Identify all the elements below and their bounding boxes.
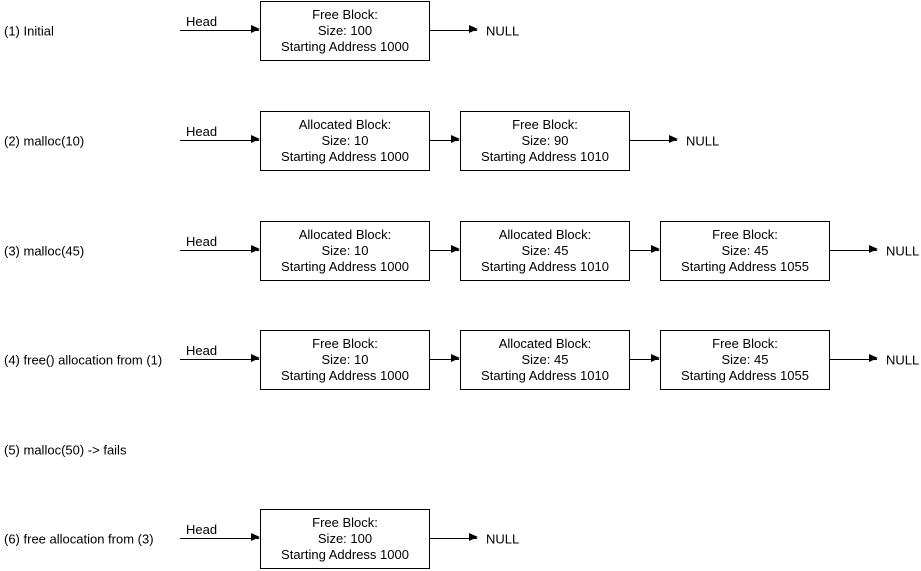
block-size: Size: 45 <box>521 352 569 367</box>
block-type: Allocated Block: <box>498 336 592 351</box>
null-terminator: NULL <box>486 23 520 39</box>
block-type: Allocated Block: <box>298 117 392 132</box>
next-pointer-arrow <box>830 354 878 363</box>
block-address: Starting Address 1055 <box>681 368 809 383</box>
block-address: Starting Address 1000 <box>281 368 409 383</box>
block-size: Size: 100 <box>317 531 373 546</box>
head-label: Head <box>186 124 218 139</box>
step-label: (3) malloc(45) <box>4 243 85 259</box>
arrowhead-icon <box>251 245 260 254</box>
block-node: Free Block: Size: 100 Starting Address 1… <box>260 509 430 569</box>
null-terminator: NULL <box>886 243 920 259</box>
next-pointer-arrow <box>630 135 678 144</box>
next-pointer-arrow <box>430 135 460 144</box>
block-size: Size: 90 <box>521 133 569 148</box>
block-type: Free Block: <box>712 227 778 242</box>
block-node: Allocated Block: Size: 10 Starting Addre… <box>260 221 430 281</box>
arrowhead-icon <box>251 533 260 542</box>
arrowhead-icon <box>869 354 878 363</box>
arrowhead-icon <box>651 245 660 254</box>
next-pointer-arrow <box>630 354 660 363</box>
next-pointer-arrow <box>630 245 660 254</box>
block-node: Allocated Block: Size: 45 Starting Addre… <box>460 221 630 281</box>
block-type: Free Block: <box>712 336 778 351</box>
next-pointer-arrow <box>430 354 460 363</box>
block-address: Starting Address 1000 <box>281 259 409 274</box>
next-pointer-arrow <box>830 245 878 254</box>
null-terminator: NULL <box>886 352 920 368</box>
block-size: Size: 100 <box>317 23 373 38</box>
next-pointer-arrow <box>430 245 460 254</box>
block-node: Free Block: Size: 45 Starting Address 10… <box>660 330 830 390</box>
head-pointer-arrow: Head <box>180 522 260 542</box>
arrowhead-icon <box>451 245 460 254</box>
block-type: Allocated Block: <box>298 227 392 242</box>
arrowhead-icon <box>469 533 478 542</box>
arrowhead-icon <box>669 135 678 144</box>
null-terminator: NULL <box>686 133 720 149</box>
block-node: Free Block: Size: 10 Starting Address 10… <box>260 330 430 390</box>
step-label: (5) malloc(50) -> fails <box>4 442 127 458</box>
block-node: Allocated Block: Size: 10 Starting Addre… <box>260 111 430 171</box>
diagram-row-4: (4) free() allocation from (1) Head Free… <box>0 330 921 390</box>
step-label: (6) free allocation from (3) <box>4 531 154 547</box>
step-label: (2) malloc(10) <box>4 133 85 149</box>
block-size: Size: 10 <box>321 243 369 258</box>
arrowhead-icon <box>251 135 260 144</box>
block-node: Allocated Block: Size: 45 Starting Addre… <box>460 330 630 390</box>
arrowhead-icon <box>469 25 478 34</box>
head-label: Head <box>186 522 218 537</box>
block-address: Starting Address 1055 <box>681 259 809 274</box>
arrowhead-icon <box>251 25 260 34</box>
arrowhead-icon <box>451 135 460 144</box>
head-pointer-arrow: Head <box>180 124 260 144</box>
block-size: Size: 45 <box>521 243 569 258</box>
block-node: Free Block: Size: 100 Starting Address 1… <box>260 1 430 61</box>
head-pointer-arrow: Head <box>180 234 260 254</box>
block-address: Starting Address 1000 <box>281 547 409 562</box>
block-address: Starting Address 1010 <box>481 368 609 383</box>
block-size: Size: 10 <box>321 352 369 367</box>
diagram-row-5: (5) malloc(50) -> fails <box>0 438 921 462</box>
block-node: Free Block: Size: 45 Starting Address 10… <box>660 221 830 281</box>
block-type: Allocated Block: <box>498 227 592 242</box>
block-address: Starting Address 1000 <box>281 149 409 164</box>
block-type: Free Block: <box>512 117 578 132</box>
diagram-row-1: (1) Initial Head Free Block: Size: 100 S… <box>0 1 921 61</box>
block-address: Starting Address 1000 <box>281 39 409 54</box>
block-type: Free Block: <box>312 515 378 530</box>
step-label: (4) free() allocation from (1) <box>4 352 163 368</box>
block-size: Size: 45 <box>721 352 769 367</box>
arrowhead-icon <box>869 245 878 254</box>
diagram-row-3: (3) malloc(45) Head Allocated Block: Siz… <box>0 221 921 281</box>
head-label: Head <box>186 234 218 249</box>
step-label: (1) Initial <box>4 23 54 39</box>
null-terminator: NULL <box>486 531 520 547</box>
diagram-row-2: (2) malloc(10) Head Allocated Block: Siz… <box>0 111 921 171</box>
head-pointer-arrow: Head <box>180 14 260 34</box>
arrowhead-icon <box>451 354 460 363</box>
head-label: Head <box>186 343 218 358</box>
block-type: Free Block: <box>312 336 378 351</box>
next-pointer-arrow <box>430 533 478 542</box>
block-node: Free Block: Size: 90 Starting Address 10… <box>460 111 630 171</box>
head-label: Head <box>186 14 218 29</box>
arrowhead-icon <box>651 354 660 363</box>
next-pointer-arrow <box>430 25 478 34</box>
arrowhead-icon <box>251 354 260 363</box>
diagram-row-6: (6) free allocation from (3) Head Free B… <box>0 509 921 569</box>
block-type: Free Block: <box>312 7 378 22</box>
block-address: Starting Address 1010 <box>481 149 609 164</box>
head-pointer-arrow: Head <box>180 343 260 363</box>
block-size: Size: 10 <box>321 133 369 148</box>
block-size: Size: 45 <box>721 243 769 258</box>
block-address: Starting Address 1010 <box>481 259 609 274</box>
